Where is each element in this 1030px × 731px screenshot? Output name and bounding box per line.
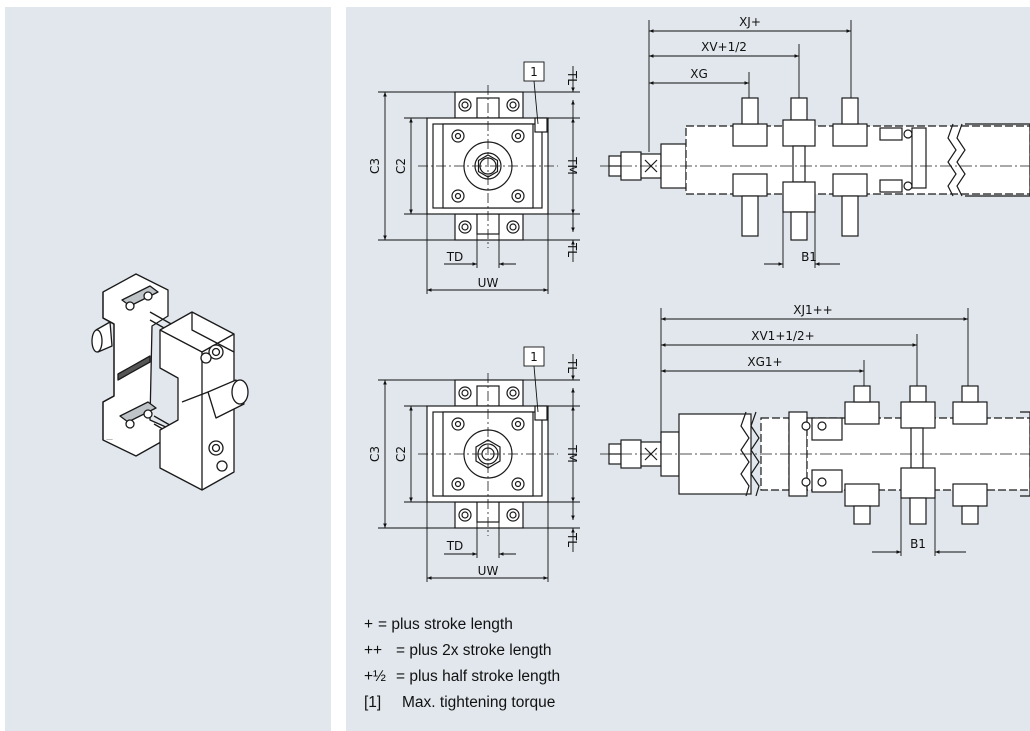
top-dim-xv: XV+1/2 [701, 40, 747, 54]
bottom-end-view-dimensions [378, 346, 580, 582]
top-dim-tm: TM [565, 156, 579, 175]
legend-text: = plus 2x stroke length [396, 642, 552, 659]
isometric-trunnion-mount [91, 273, 249, 491]
legend-symbol: ++ [364, 642, 383, 659]
bottom-dim-td: TD [446, 539, 464, 553]
top-dim-b1: B1 [801, 250, 817, 264]
top-dim-tl-upper: TL [565, 70, 579, 85]
legend-row: +½ = plus half stroke length [364, 664, 560, 690]
bottom-side-view-dimensions [660, 308, 969, 556]
bottom-dim-tm: TM [565, 444, 579, 463]
legend-row: + = plus stroke length [364, 612, 560, 638]
top-dim-c3: C3 [368, 158, 382, 174]
top-side-view-dimensions [648, 20, 852, 268]
bottom-side-view [600, 385, 1030, 525]
bottom-dim-c3: C3 [368, 446, 382, 462]
legend-symbol: +½ [364, 668, 386, 685]
top-dim-xg: XG [690, 67, 708, 81]
top-end-view [418, 85, 558, 248]
legend-row: [1] Max. tightening torque [364, 690, 560, 716]
legend-row: ++ = plus 2x stroke length [364, 638, 560, 664]
legend-symbol: + [364, 616, 374, 633]
bottom-dim-xv: XV1+1/2+ [751, 329, 815, 343]
top-dim-xj: XJ+ [739, 15, 761, 29]
top-dim-c2: C2 [394, 158, 408, 174]
bottom-dim-xj: XJ1++ [793, 303, 833, 317]
bottom-dim-uw: UW [478, 564, 499, 578]
top-end-view-dimensions [378, 61, 580, 294]
bottom-torque-callout: 1 [530, 350, 538, 364]
top-dim-td: TD [446, 250, 464, 264]
bottom-dim-b1: B1 [910, 537, 926, 551]
top-dim-tl-lower: TL [565, 242, 579, 257]
legend-text: = plus stroke length [378, 616, 513, 633]
bottom-end-view [418, 373, 558, 536]
top-dim-uw: UW [478, 276, 499, 290]
top-side-view [600, 97, 1030, 241]
bottom-dim-c2: C2 [394, 446, 408, 462]
legend-text: Max. tightening torque [402, 694, 556, 711]
bottom-dim-xg: XG1+ [747, 355, 782, 369]
top-torque-callout: 1 [530, 65, 538, 79]
legend-text: = plus half stroke length [396, 668, 561, 685]
bottom-dim-tl-lower: TL [565, 532, 579, 547]
legend-symbol: [1] [364, 694, 382, 711]
bottom-dim-tl-upper: TL [565, 358, 579, 373]
legend: + = plus stroke length ++ = plus 2x stro… [364, 612, 560, 716]
iso-marker: — [106, 435, 113, 443]
